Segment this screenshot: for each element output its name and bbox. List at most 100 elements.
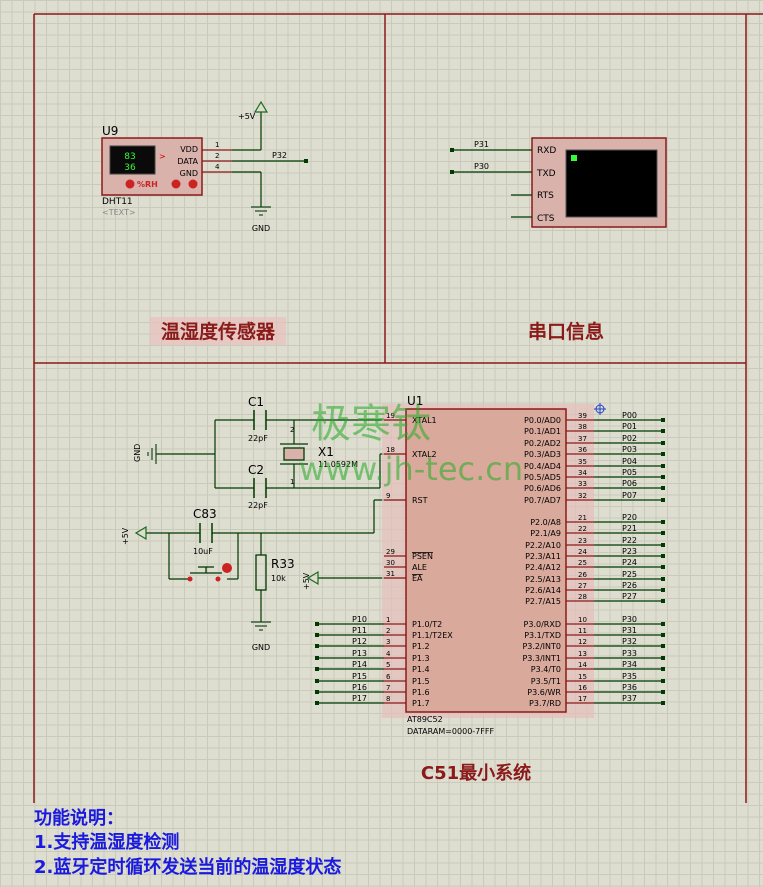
mcu-left-pin-number: 29 — [386, 548, 395, 556]
r33-value: 10k — [271, 574, 286, 583]
mcu-left-pin-name: RST — [412, 496, 428, 505]
dht11-net-terminal — [304, 159, 308, 163]
mcu-ref: U1 — [407, 394, 423, 408]
x1-value: 11.0592M — [318, 460, 358, 469]
mcu-right-pin-number: 25 — [578, 559, 587, 567]
mcu-right-net-label: P25 — [622, 570, 637, 579]
mcu-left-pin-name: P1.1/T2EX — [412, 631, 453, 640]
c1-ref: C1 — [248, 395, 264, 409]
dht11-up-button-icon[interactable] — [171, 179, 181, 189]
mcu-right-pin-number: 13 — [578, 650, 587, 658]
mcu-right-net-terminal — [661, 588, 665, 592]
mcu-right-net-terminal — [661, 633, 665, 637]
description-heading: 功能说明： — [34, 808, 124, 829]
mcu-right-pin-name: P3.4/T0 — [531, 665, 561, 674]
reset-power-label: +5V — [121, 527, 130, 545]
mcu-right-pin-name: P2.5/A13 — [525, 575, 561, 584]
mcu-right-net-label: P21 — [622, 524, 637, 533]
mcu-left-pin-number: 5 — [386, 661, 390, 669]
c1-value: 22pF — [248, 434, 268, 443]
mcu-left-net-terminal — [315, 622, 319, 626]
reset-button-icon[interactable] — [187, 563, 233, 582]
mcu-right-pin-name: P0.4/AD4 — [524, 462, 561, 471]
terminal-tx-terminal — [450, 170, 454, 174]
mcu-left-net-label: P15 — [352, 672, 367, 681]
mcu-right-pin-name: P3.2/INT0 — [522, 642, 561, 651]
mcu-right-pin-name: P0.5/AD5 — [524, 473, 561, 482]
dht11-ground-icon — [251, 206, 271, 216]
mcu-right-net-terminal — [661, 531, 665, 535]
terminal-net-rx: P31 — [474, 140, 489, 149]
mcu-left-pin-number: 19 — [386, 412, 395, 420]
mcu-right-net-terminal — [661, 701, 665, 705]
mcu-left-net-label: P10 — [352, 615, 367, 624]
mcu-right-pin-number: 34 — [578, 469, 587, 477]
crosshair-icon — [594, 403, 606, 415]
reset-ground-label: GND — [252, 643, 270, 652]
dht11-power-arrow-icon — [253, 100, 269, 113]
sensor-section-title: 温湿度传感器 — [161, 320, 276, 343]
mcu-right-net-terminal — [661, 520, 665, 524]
mcu-right-pin-number: 32 — [578, 492, 587, 500]
mcu-left-net-terminal — [315, 679, 319, 683]
mcu-left-net-terminal — [315, 690, 319, 694]
mcu-right-pin-number: 38 — [578, 423, 587, 431]
mcu-right-pin-number: 27 — [578, 582, 587, 590]
mcu-right-pin-number: 33 — [578, 480, 587, 488]
dht11-display-temp: 83 — [124, 152, 135, 162]
mcu-left-pin-number: 31 — [386, 570, 395, 578]
reset-ground-icon — [251, 621, 271, 631]
mcu-right-pin-name: P2.3/A11 — [525, 552, 561, 561]
mcu-right-net-label: P34 — [622, 660, 637, 669]
mcu-right-pin-number: 36 — [578, 446, 587, 454]
c83-ref: C83 — [193, 507, 217, 521]
dht11-pin-num-1: 1 — [215, 141, 219, 149]
terminal-screen — [565, 149, 658, 218]
mcu-right-net-label: P00 — [622, 411, 637, 420]
mcu-right-net-label: P23 — [622, 547, 637, 556]
mcu-left-net-label: P14 — [352, 660, 367, 669]
mcu-right-net-terminal — [661, 644, 665, 648]
mcu-right-pin-number: 39 — [578, 412, 587, 420]
mcu-left-net-label: P13 — [352, 649, 367, 658]
mcu-right-net-terminal — [661, 418, 665, 422]
mcu-right-pin-name: P0.0/AD0 — [524, 416, 561, 425]
ea-power-label: +5V — [302, 572, 311, 590]
mcu-right-pin-number: 16 — [578, 684, 587, 692]
mcu-right-net-label: P20 — [622, 513, 637, 522]
c83-value: 10uF — [193, 547, 213, 556]
dht11-power-label: +5V — [238, 112, 256, 121]
mcu-right-pin-number: 12 — [578, 638, 587, 646]
mcu-right-pin-number: 35 — [578, 458, 587, 466]
mcu-left-pin-name: P1.0/T2 — [412, 620, 442, 629]
dht11-temp-button-icon[interactable] — [125, 179, 135, 189]
mcu-left-pin-name: ALE — [412, 563, 427, 572]
mcu-right-net-terminal — [661, 429, 665, 433]
mcu-right-net-label: P33 — [622, 649, 637, 658]
mcu-right-net-terminal — [661, 599, 665, 603]
mcu-right-pin-name: P0.3/AD3 — [524, 450, 561, 459]
dht11-net-label: P32 — [272, 151, 287, 160]
mcu-right-pin-name: P3.0/RXD — [524, 620, 561, 629]
dht11-pin-vdd: VDD — [180, 145, 198, 154]
reset-power-arrow-icon — [134, 525, 147, 541]
mcu-right-net-label: P30 — [622, 615, 637, 624]
mcu-left-pin-number: 18 — [386, 446, 395, 454]
terminal-cursor-icon — [571, 155, 577, 161]
mcu-right-net-label: P32 — [622, 637, 637, 646]
mcu-left-pin-name: P1.6 — [412, 688, 430, 697]
mcu-right-pin-name: P0.6/AD6 — [524, 484, 561, 493]
ea-power-arrow-icon — [306, 570, 319, 586]
mcu-right-net-label: P02 — [622, 434, 637, 443]
mcu-right-pin-name: P2.7/A15 — [525, 597, 561, 606]
serial-section-title: 串口信息 — [528, 320, 604, 343]
mcu-right-pin-name: P2.4/A12 — [525, 563, 561, 572]
dht11-sensor[interactable]: U9 83 36 > %RH DHT11 <TEXT> VDD DATA GND… — [101, 124, 232, 217]
dht11-down-button-icon[interactable] — [188, 179, 198, 189]
virtual-terminal[interactable]: RXD TXD RTS CTS — [531, 137, 667, 228]
mcu-right-net-terminal — [661, 667, 665, 671]
mcu-section-title: C51最小系统 — [421, 762, 531, 784]
